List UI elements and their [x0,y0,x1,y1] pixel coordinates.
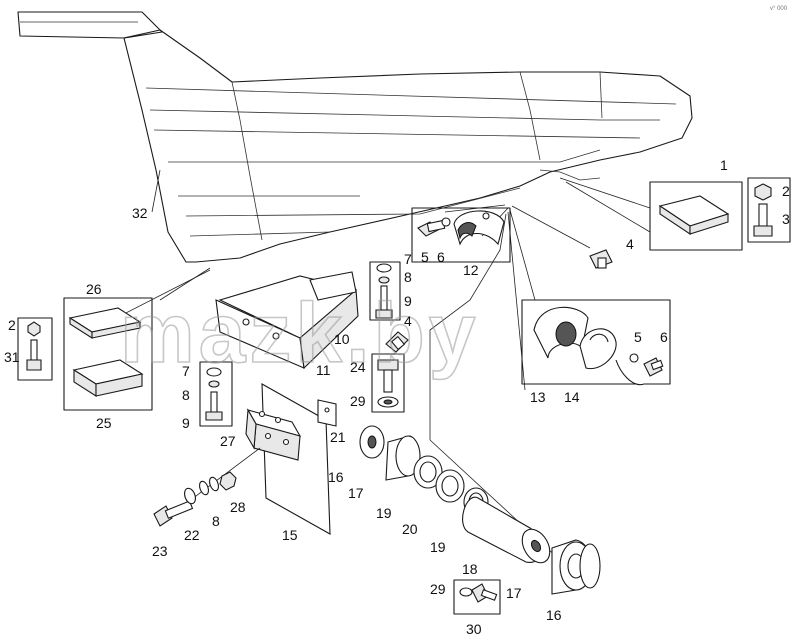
callout-6: 6 [660,329,668,345]
callout-2: 2 [8,317,16,333]
callout-32: 32 [132,205,148,221]
callout-16: 16 [328,469,344,485]
watermark: mazk.by [120,286,480,380]
callout-7: 7 [182,363,190,379]
fastener-group-7-8-9 [199,361,233,427]
callout-22: 22 [184,527,200,543]
callout-21: 21 [330,429,346,445]
callout-13: 13 [530,389,546,405]
pin-clamp-group [521,299,671,386]
callout-23: 23 [152,543,168,559]
callout-12: 12 [463,262,479,278]
callout-5: 5 [634,329,642,345]
callout-30: 30 [466,621,482,637]
bolt-4-mid [385,331,409,353]
callout-19: 19 [430,539,446,555]
half-clamp-group [411,207,511,263]
callout-10: 10 [334,331,350,347]
callout-19: 19 [376,505,392,521]
callout-31: 31 [4,349,20,365]
callout-8: 8 [212,513,220,529]
callout-26: 26 [86,281,102,297]
callout-28: 28 [230,499,246,515]
bolt-24-group [371,353,405,413]
callout-2: 2 [782,183,790,199]
bushing-pair-lower [551,539,601,595]
callout-24: 24 [350,359,366,375]
callout-16: 16 [546,607,562,623]
callout-5: 5 [421,249,429,265]
callout-14: 14 [564,389,580,405]
callout-17: 17 [348,485,364,501]
leader-lines [121,169,651,561]
callout-25: 25 [96,415,112,431]
callout-11: 11 [316,362,331,378]
callout-29: 29 [430,581,446,597]
callout-17: 17 [506,585,522,601]
cover-plate-group-right [649,177,791,251]
callout-27: 27 [220,433,236,449]
callout-4: 4 [404,313,412,329]
callout-8: 8 [404,269,412,285]
dump-body [17,11,693,263]
callout-20: 20 [402,521,418,537]
bolt-23-group [153,447,261,527]
callout-18: 18 [462,561,478,577]
bolt-4-right [589,249,613,269]
callout-3: 3 [782,211,790,227]
mount-plate-group [245,383,337,535]
callout-8: 8 [182,387,190,403]
callout-15: 15 [282,527,298,543]
bolt-30-group [453,579,501,615]
pad-group-left [17,297,153,411]
callout-29: 29 [350,393,366,409]
callout-9: 9 [182,415,190,431]
bracket-assembly [215,261,401,370]
callout-7: 7 [404,251,412,267]
callout-9: 9 [404,293,412,309]
corner-mark: v° 000 [770,6,788,12]
callout-6: 6 [437,249,445,265]
callout-1: 1 [720,157,728,173]
callout-4: 4 [626,236,634,252]
callout-labels: 1 2 3 32 5 6 12 4 26 2 31 25 7 8 9 10 4 … [4,157,790,637]
pin-18 [462,496,551,564]
